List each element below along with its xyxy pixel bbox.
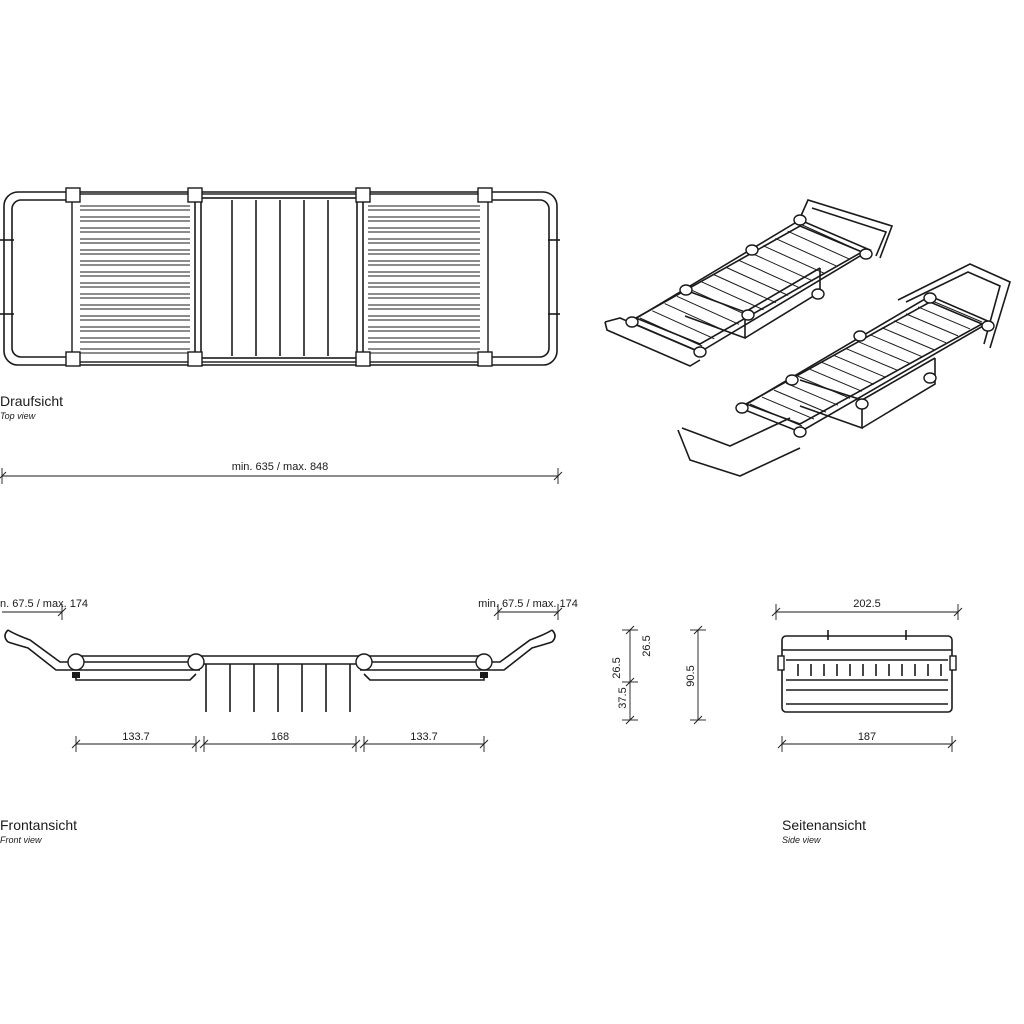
perspective-slat [775,238,838,267]
perspective-slat [845,348,899,371]
height-lower-label: 37.5 [617,687,629,708]
perspective-slat [689,288,752,318]
perspective-slat [881,327,935,351]
perspective-slat [833,355,887,378]
side-top-width-label: 202.5 [853,598,881,610]
perspective-slat [652,310,715,340]
height-upper-inner-label: 26.5 [641,635,653,656]
perspective-slat [713,274,777,304]
perspective-slat [929,299,983,323]
height-upper-label: 26.5 [611,657,623,678]
perspective-slat [701,281,764,311]
top-view-drawing [0,187,560,367]
perspective-slat [773,389,827,413]
perspective-slat [762,245,826,275]
perspective-slat [738,259,801,289]
extension-left-label: n. 67.5 / max. 174 [0,598,88,610]
side-bottom-width-label: 187 [858,731,876,743]
perspective-slat [809,368,863,392]
height-total-label: 90.5 [685,665,697,686]
perspective-slat [917,306,971,330]
front-view-drawing [4,629,556,712]
perspective-slat [821,361,875,385]
perspective-slat [905,313,959,337]
side-view-drawing [777,630,957,713]
perspective-slat [785,382,839,406]
side-view-title: Seitenansicht [782,817,866,833]
perspective-slat [797,375,851,399]
perspective-slat [799,223,863,253]
front-view-title: Frontansicht [0,817,77,833]
perspective-slat [725,266,789,296]
perspective-slat [664,303,727,332]
front-center-section-label: 168 [271,731,289,743]
side-width-dimensions [771,604,963,752]
front-view-subtitle: Front view [0,835,42,845]
perspective-view-retracted [604,199,894,367]
perspective-view-extended [677,263,1011,477]
perspective-slat [761,396,815,420]
perspective-slat [676,295,740,325]
extension-dimensions [2,604,563,620]
perspective-slat [857,341,911,365]
front-left-section-label: 133.7 [122,731,150,743]
overall-length-dimension [0,468,563,484]
perspective-slat [869,334,923,358]
front-right-section-label: 133.7 [410,731,438,743]
side-view-subtitle: Side view [782,835,821,845]
top-view-title: Draufsicht [0,393,63,409]
top-view-subtitle: Top view [0,411,36,421]
perspective-slat [787,230,850,260]
perspective-slat [639,317,703,347]
height-dimensions [622,625,706,725]
perspective-slat [893,320,947,344]
overall-length-label: min. 635 / max. 848 [232,461,329,473]
front-section-dimensions [71,736,489,752]
extension-right-label: min. 67.5 / max. 174 [478,598,578,610]
perspective-slat [750,252,813,282]
perspective-slat [749,403,803,427]
